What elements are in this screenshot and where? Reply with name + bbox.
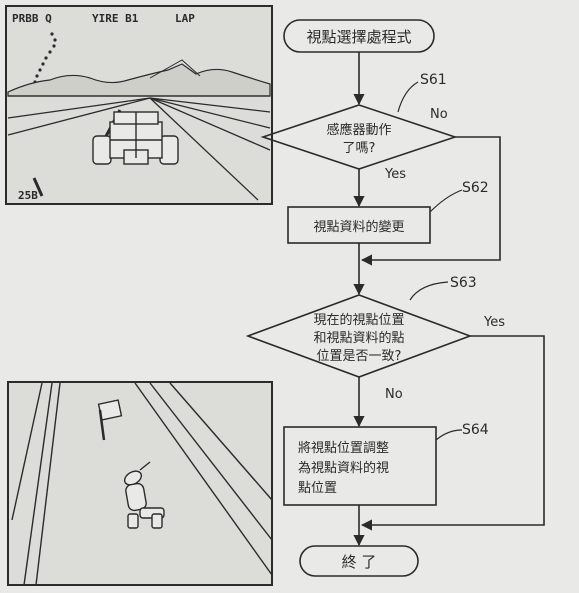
- s62-leader: [430, 190, 462, 212]
- hud-left: PRBB Q: [12, 12, 52, 25]
- hud-right: LAP: [175, 12, 195, 25]
- game-screen-top: PRBB Q YIRE B1 LAP: [6, 6, 272, 204]
- end-label: 終 了: [342, 553, 377, 571]
- hud-middle: YIRE B1: [92, 12, 139, 25]
- s61-question-line1: 感應器動作: [326, 122, 391, 138]
- s61-leader: [398, 82, 418, 112]
- s62-text: 視點資料的變更: [313, 219, 404, 235]
- game-screen-bottom: [8, 382, 272, 585]
- s63-tag: S63: [450, 275, 477, 291]
- s64-text-line2: 為視點資料的視: [298, 460, 389, 476]
- s61-no-label: No: [430, 107, 448, 122]
- s64-leader: [436, 430, 462, 440]
- s63-yes-label: Yes: [483, 315, 505, 330]
- speed-readout: 25B: [18, 189, 38, 202]
- s63-question-line1: 現在的視點位置: [313, 312, 404, 328]
- s62-tag: S62: [462, 180, 489, 196]
- s64-text-line3: 點位置: [298, 481, 337, 496]
- s61-yes-label: Yes: [384, 167, 406, 182]
- s61-tag: S61: [420, 72, 447, 88]
- start-label: 視點選擇處程式: [306, 28, 411, 46]
- game-screen-top-frame: [6, 6, 272, 204]
- s64-text-line1: 將視點位置調整: [298, 441, 389, 456]
- flowchart: 視點選擇處程式 感應器動作 了嗎? S61 No Yes 視點資料的變更 S62…: [248, 20, 544, 576]
- s63-no-label: No: [385, 387, 403, 402]
- s61-no-path: [362, 137, 500, 260]
- s64-tag: S64: [462, 422, 489, 438]
- s63-question-line2: 和視點資料的點: [313, 330, 404, 346]
- s63-leader: [410, 282, 448, 300]
- s63-question-line3: 位置是否一致?: [317, 349, 402, 364]
- s61-question-line2: 了嗎?: [343, 141, 376, 156]
